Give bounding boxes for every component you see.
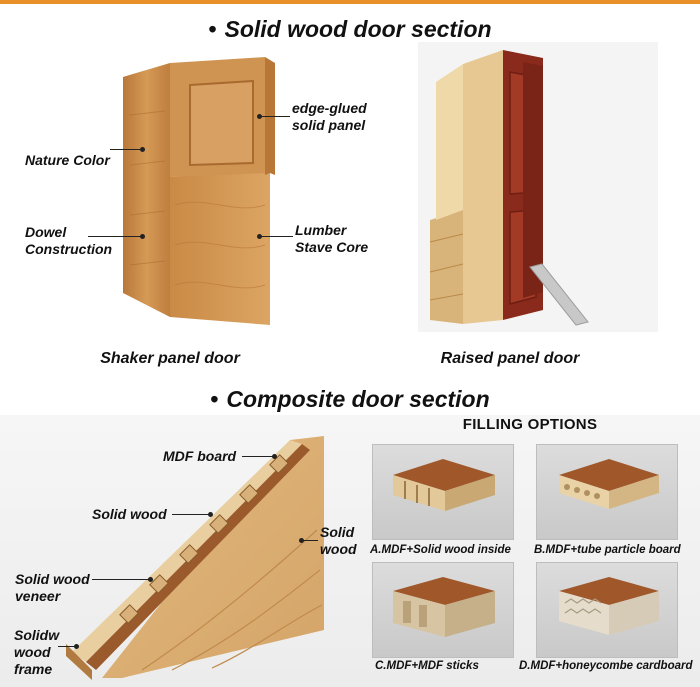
point-dowel <box>140 234 145 239</box>
filling-option-c-image <box>372 562 514 658</box>
leader-mdf-board <box>242 456 274 457</box>
point-solid-wood-inner <box>208 512 213 517</box>
label-solid-wood-right: Solid wood <box>320 524 357 557</box>
honeycomb-cardboard-icon <box>559 577 659 635</box>
leader-dowel <box>88 236 142 237</box>
mdf-solid-wood-icon <box>393 459 495 511</box>
label-solid-wood-veneer: Solid wood veneer <box>15 571 90 604</box>
filling-option-c-label: C.MDF+MDF sticks <box>375 660 479 672</box>
composite-section-title: •Composite door section <box>210 386 490 412</box>
filling-option-b-label: B.MDF+tube particle board <box>534 544 681 556</box>
leader-frame <box>58 646 76 647</box>
point-frame <box>74 644 79 649</box>
leader-edge-glued <box>260 116 290 117</box>
top-accent-rule <box>0 0 700 4</box>
point-edge-glued <box>257 114 262 119</box>
point-veneer <box>148 577 153 582</box>
caption-shaker-panel-door: Shaker panel door <box>100 350 240 367</box>
filling-options-title: FILLING OPTIONS <box>462 416 598 433</box>
label-edge-glued-panel: edge-glued solid panel <box>292 100 367 133</box>
filling-option-a-image <box>372 444 514 540</box>
point-nature-color <box>140 147 145 152</box>
label-solid-wood-inner: Solid wood <box>92 506 167 522</box>
solid-section-title: •Solid wood door section <box>208 16 492 42</box>
leader-veneer <box>92 579 150 580</box>
filling-option-d-label: D.MDF+honeycombe cardboard <box>519 660 693 672</box>
point-solid-wood-right <box>299 538 304 543</box>
filling-option-d-image <box>536 562 678 658</box>
label-solid-wood-frame: Solidw wood frame <box>14 627 60 677</box>
filling-option-b-image <box>536 444 678 540</box>
point-mdf-board <box>272 454 277 459</box>
leader-solid-wood-right <box>302 540 318 541</box>
composite-door-illustration <box>66 436 324 680</box>
caption-raised-panel-door: Raised panel door <box>440 350 580 367</box>
shaker-door-illustration <box>123 57 275 325</box>
tube-particle-board-icon <box>559 459 659 509</box>
leader-lumber <box>260 236 293 237</box>
point-lumber <box>257 234 262 239</box>
label-lumber-stave-core: Lumber Stave Core <box>295 222 369 255</box>
label-nature-color: Nature Color <box>25 152 110 168</box>
label-dowel-construction: Dowel Construction <box>25 224 113 257</box>
leader-nature-color <box>110 149 142 150</box>
leader-solid-wood-inner <box>172 514 210 515</box>
raised-door-illustration <box>418 42 658 332</box>
label-mdf-board: MDF board <box>163 448 237 464</box>
mdf-sticks-icon <box>393 577 495 637</box>
filling-option-a-label: A.MDF+Solid wood inside <box>370 544 511 556</box>
